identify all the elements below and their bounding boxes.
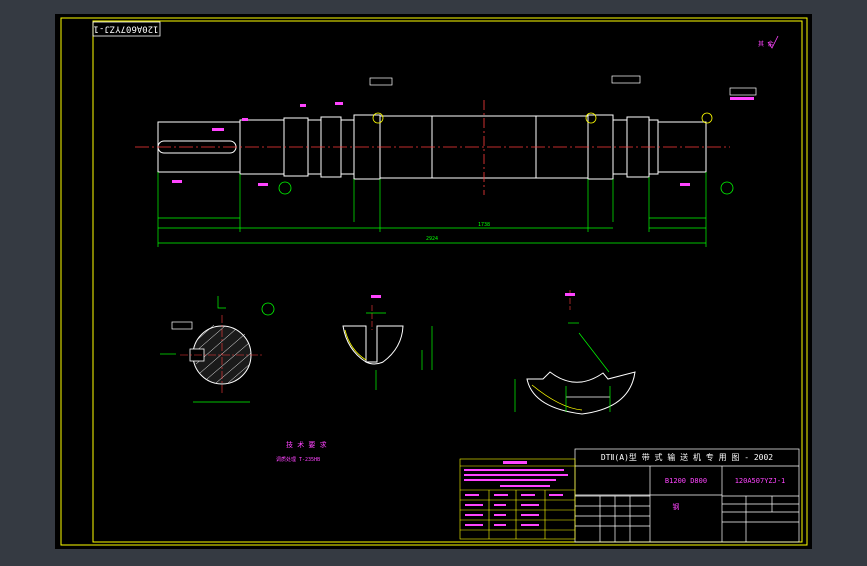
notes-title: 技 术 要 求 xyxy=(286,440,327,449)
notes-line: 调质处理 T-235HB xyxy=(276,456,320,463)
shaft-view xyxy=(157,114,707,180)
section-u-view xyxy=(342,295,433,390)
material-text: 钢 xyxy=(673,502,680,511)
parameter-table-text xyxy=(464,461,568,526)
balloon-group xyxy=(372,112,713,124)
tolerance-frame xyxy=(729,87,757,96)
detail-balloon-end xyxy=(701,112,713,124)
drawing-sheet xyxy=(55,14,812,549)
detail-balloon-right xyxy=(585,112,597,124)
datum-circle-icon xyxy=(720,181,734,195)
spec-text: B1200 D800 xyxy=(665,477,707,485)
datum-circle-icon xyxy=(278,181,292,195)
tolerance-frame xyxy=(611,75,641,84)
drawing-number: 120A507YZJ-1 xyxy=(735,477,786,485)
section-circle-view xyxy=(160,296,262,403)
parameter-table xyxy=(459,458,576,540)
inner-frame xyxy=(92,20,803,543)
annotation-tags xyxy=(172,97,754,186)
roughness-symbol-icon xyxy=(767,35,779,49)
corner-code-box xyxy=(92,21,161,37)
mid-length-dim: 1738 xyxy=(478,222,490,228)
tolerance-frame xyxy=(369,77,393,86)
overall-length-dim: 2924 xyxy=(426,236,438,242)
datum-circle-icon xyxy=(261,302,275,316)
top-right-note: 其 余 xyxy=(758,40,774,48)
section-arrow-icon xyxy=(217,296,226,309)
title-text: DTⅡ(A)型 带 式 输 送 机 专 用 图 - 2002 xyxy=(601,452,773,462)
section-dish-view xyxy=(514,290,636,415)
corner-code: 120A607YZJ-1 xyxy=(93,24,158,34)
dimension-lines xyxy=(157,172,707,247)
datum-markers xyxy=(261,181,734,316)
outer-frame xyxy=(60,17,808,546)
detail-balloon-left xyxy=(372,112,384,124)
